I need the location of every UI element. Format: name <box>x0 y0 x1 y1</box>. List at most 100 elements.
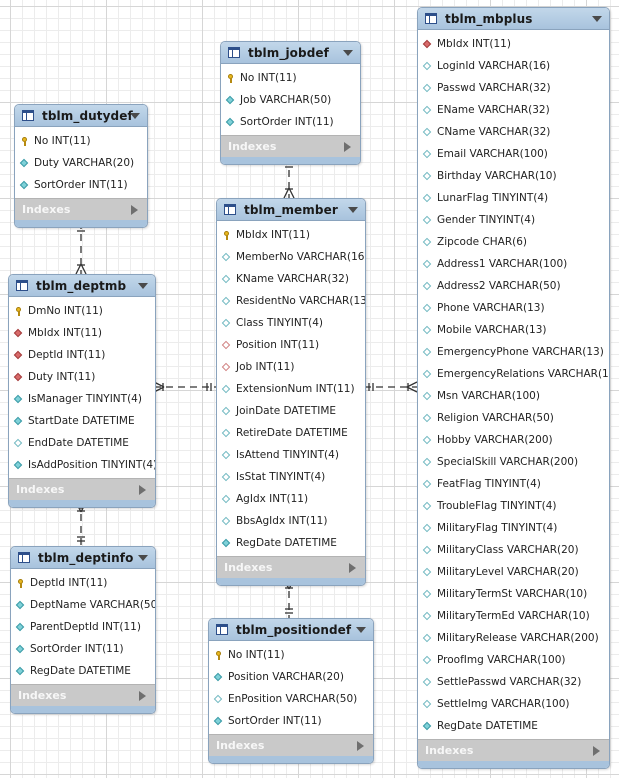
column-row[interactable]: SettleImg VARCHAR(100) <box>418 693 609 715</box>
table-tblm-member[interactable]: tblm_member MbIdx INT(11)MemberNo VARCHA… <box>216 198 366 586</box>
column-row[interactable]: MbIdx INT(11) <box>418 33 609 55</box>
column-row[interactable]: EName VARCHAR(32) <box>418 99 609 121</box>
column-row[interactable]: RegDate DATETIME <box>418 715 609 737</box>
expand-arrow-icon[interactable] <box>131 205 138 215</box>
chevron-down-icon[interactable] <box>130 113 140 119</box>
column-row[interactable]: LunarFlag TINYINT(4) <box>418 187 609 209</box>
column-row[interactable]: MilitaryRelease VARCHAR(200) <box>418 627 609 649</box>
expand-arrow-icon[interactable] <box>139 691 146 701</box>
chevron-down-icon[interactable] <box>348 207 358 213</box>
column-row[interactable]: RetireDate DATETIME <box>217 422 365 444</box>
table-tblm-mbplus[interactable]: tblm_mbplus MbIdx INT(11)LoginId VARCHAR… <box>417 7 610 769</box>
table-header[interactable]: tblm_deptmb <box>9 275 155 297</box>
table-header[interactable]: tblm_jobdef <box>221 42 360 64</box>
column-row[interactable]: MilitaryLevel VARCHAR(20) <box>418 561 609 583</box>
indexes-bar[interactable]: Indexes <box>221 135 360 157</box>
chevron-down-icon[interactable] <box>138 555 148 561</box>
column-row[interactable]: Phone VARCHAR(13) <box>418 297 609 319</box>
column-row[interactable]: SortOrder INT(11) <box>209 710 373 732</box>
column-row[interactable]: Email VARCHAR(100) <box>418 143 609 165</box>
column-row[interactable]: Birthday VARCHAR(10) <box>418 165 609 187</box>
column-row[interactable]: BbsAgIdx INT(11) <box>217 510 365 532</box>
column-row[interactable]: AgIdx INT(11) <box>217 488 365 510</box>
column-row[interactable]: Passwd VARCHAR(32) <box>418 77 609 99</box>
column-row[interactable]: Duty VARCHAR(20) <box>15 152 147 174</box>
table-tblm-positiondef[interactable]: tblm_positiondef No INT(11)Position VARC… <box>208 618 374 764</box>
column-row[interactable]: No INT(11) <box>209 644 373 666</box>
column-row[interactable]: Address1 VARCHAR(100) <box>418 253 609 275</box>
column-row[interactable]: IsAddPosition TINYINT(4) <box>9 454 155 476</box>
table-tblm-dutydef[interactable]: tblm_dutydef No INT(11)Duty VARCHAR(20)S… <box>14 104 148 228</box>
column-row[interactable]: MemberNo VARCHAR(16) <box>217 246 365 268</box>
indexes-bar[interactable]: Indexes <box>9 478 155 500</box>
column-row[interactable]: KName VARCHAR(32) <box>217 268 365 290</box>
column-row[interactable]: DeptId INT(11) <box>11 572 155 594</box>
expand-arrow-icon[interactable] <box>344 142 351 152</box>
column-row[interactable]: EndDate DATETIME <box>9 432 155 454</box>
column-row[interactable]: ProofImg VARCHAR(100) <box>418 649 609 671</box>
table-header[interactable]: tblm_mbplus <box>418 8 609 30</box>
column-row[interactable]: JoinDate DATETIME <box>217 400 365 422</box>
column-row[interactable]: DeptName VARCHAR(50) <box>11 594 155 616</box>
column-row[interactable]: IsManager TINYINT(4) <box>9 388 155 410</box>
column-row[interactable]: No INT(11) <box>15 130 147 152</box>
chevron-down-icon[interactable] <box>343 50 353 56</box>
chevron-down-icon[interactable] <box>356 627 366 633</box>
table-header[interactable]: tblm_dutydef <box>15 105 147 127</box>
column-row[interactable]: Hobby VARCHAR(200) <box>418 429 609 451</box>
column-row[interactable]: FeatFlag TINYINT(4) <box>418 473 609 495</box>
column-row[interactable]: DmNo INT(11) <box>9 300 155 322</box>
column-row[interactable]: ResidentNo VARCHAR(13) <box>217 290 365 312</box>
column-row[interactable]: Duty INT(11) <box>9 366 155 388</box>
column-row[interactable]: SortOrder INT(11) <box>221 111 360 133</box>
expand-arrow-icon[interactable] <box>593 746 600 756</box>
chevron-down-icon[interactable] <box>592 16 602 22</box>
expand-arrow-icon[interactable] <box>349 563 356 573</box>
column-row[interactable]: ExtensionNum INT(11) <box>217 378 365 400</box>
column-row[interactable]: Job INT(11) <box>217 356 365 378</box>
column-row[interactable]: TroubleFlag TINYINT(4) <box>418 495 609 517</box>
table-header[interactable]: tblm_member <box>217 199 365 221</box>
table-header[interactable]: tblm_deptinfo <box>11 547 155 569</box>
expand-arrow-icon[interactable] <box>139 485 146 495</box>
column-row[interactable]: Position VARCHAR(20) <box>209 666 373 688</box>
column-row[interactable]: EmergencyRelations VARCHAR(10) <box>418 363 609 385</box>
indexes-bar[interactable]: Indexes <box>209 734 373 756</box>
indexes-bar[interactable]: Indexes <box>15 198 147 220</box>
table-header[interactable]: tblm_positiondef <box>209 619 373 641</box>
table-tblm-deptmb[interactable]: tblm_deptmb DmNo INT(11)MbIdx INT(11)Dep… <box>8 274 156 508</box>
column-row[interactable]: MbIdx INT(11) <box>217 224 365 246</box>
column-row[interactable]: MilitaryFlag TINYINT(4) <box>418 517 609 539</box>
column-row[interactable]: No INT(11) <box>221 67 360 89</box>
table-tblm-jobdef[interactable]: tblm_jobdef No INT(11)Job VARCHAR(50)Sor… <box>220 41 361 165</box>
column-row[interactable]: SortOrder INT(11) <box>11 638 155 660</box>
column-row[interactable]: RegDate DATETIME <box>11 660 155 682</box>
column-row[interactable]: DeptId INT(11) <box>9 344 155 366</box>
column-row[interactable]: Msn VARCHAR(100) <box>418 385 609 407</box>
column-row[interactable]: Gender TINYINT(4) <box>418 209 609 231</box>
column-row[interactable]: MilitaryClass VARCHAR(20) <box>418 539 609 561</box>
expand-arrow-icon[interactable] <box>357 741 364 751</box>
column-row[interactable]: Zipcode CHAR(6) <box>418 231 609 253</box>
column-row[interactable]: Religion VARCHAR(50) <box>418 407 609 429</box>
column-row[interactable]: SortOrder INT(11) <box>15 174 147 196</box>
column-row[interactable]: SettlePasswd VARCHAR(32) <box>418 671 609 693</box>
column-row[interactable]: Class TINYINT(4) <box>217 312 365 334</box>
chevron-down-icon[interactable] <box>138 283 148 289</box>
column-row[interactable]: Mobile VARCHAR(13) <box>418 319 609 341</box>
column-row[interactable]: SpecialSkill VARCHAR(200) <box>418 451 609 473</box>
column-row[interactable]: LoginId VARCHAR(16) <box>418 55 609 77</box>
column-row[interactable]: EnPosition VARCHAR(50) <box>209 688 373 710</box>
column-row[interactable]: Job VARCHAR(50) <box>221 89 360 111</box>
table-tblm-deptinfo[interactable]: tblm_deptinfo DeptId INT(11)DeptName VAR… <box>10 546 156 714</box>
indexes-bar[interactable]: Indexes <box>217 556 365 578</box>
column-row[interactable]: MilitaryTermSt VARCHAR(10) <box>418 583 609 605</box>
indexes-bar[interactable]: Indexes <box>11 684 155 706</box>
column-row[interactable]: Address2 VARCHAR(50) <box>418 275 609 297</box>
column-row[interactable]: StartDate DATETIME <box>9 410 155 432</box>
column-row[interactable]: ParentDeptId INT(11) <box>11 616 155 638</box>
column-row[interactable]: IsAttend TINYINT(4) <box>217 444 365 466</box>
column-row[interactable]: EmergencyPhone VARCHAR(13) <box>418 341 609 363</box>
column-row[interactable]: MilitaryTermEd VARCHAR(10) <box>418 605 609 627</box>
column-row[interactable]: CName VARCHAR(32) <box>418 121 609 143</box>
